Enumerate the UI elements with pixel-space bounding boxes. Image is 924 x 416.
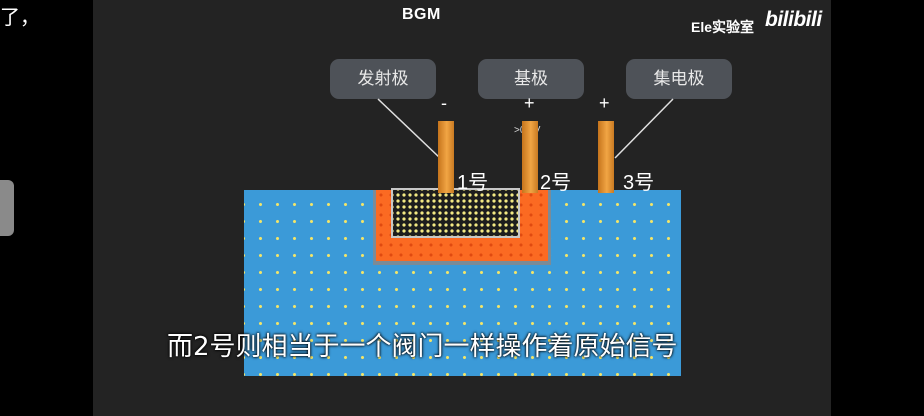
side-caption: 了，	[0, 5, 40, 29]
emitter-label: 发射极	[330, 59, 436, 99]
bgm-label: BGM	[402, 6, 441, 23]
n-plus-region	[393, 190, 518, 236]
channel-watermark: Ele实验室	[691, 19, 755, 35]
emitter-electrode	[438, 121, 454, 193]
side-panel-handle[interactable]	[0, 180, 14, 236]
collector-label: 集电极	[626, 59, 732, 99]
video-subtitle: 而2号则相当于一个阀门一样操作着原始信号	[167, 332, 678, 362]
bilibili-logo: bilibili	[765, 8, 822, 31]
n-type-substrate	[244, 190, 681, 376]
emitter-sign: -	[441, 93, 447, 113]
collector-sign: +	[599, 93, 610, 113]
base-label: 基极	[478, 59, 584, 99]
base-number: 2号	[540, 172, 572, 194]
base-sign: +	[524, 93, 535, 113]
emitter-number: 1号	[457, 172, 489, 194]
connector-lines	[377, 98, 674, 159]
collector-number: 3号	[623, 172, 655, 194]
base-electrode	[522, 121, 538, 193]
collector-electrode	[598, 121, 614, 193]
video-frame[interactable]: BGM Ele实验室 bilibili 发射极 基极 集电极 - + + >0.…	[93, 0, 831, 416]
